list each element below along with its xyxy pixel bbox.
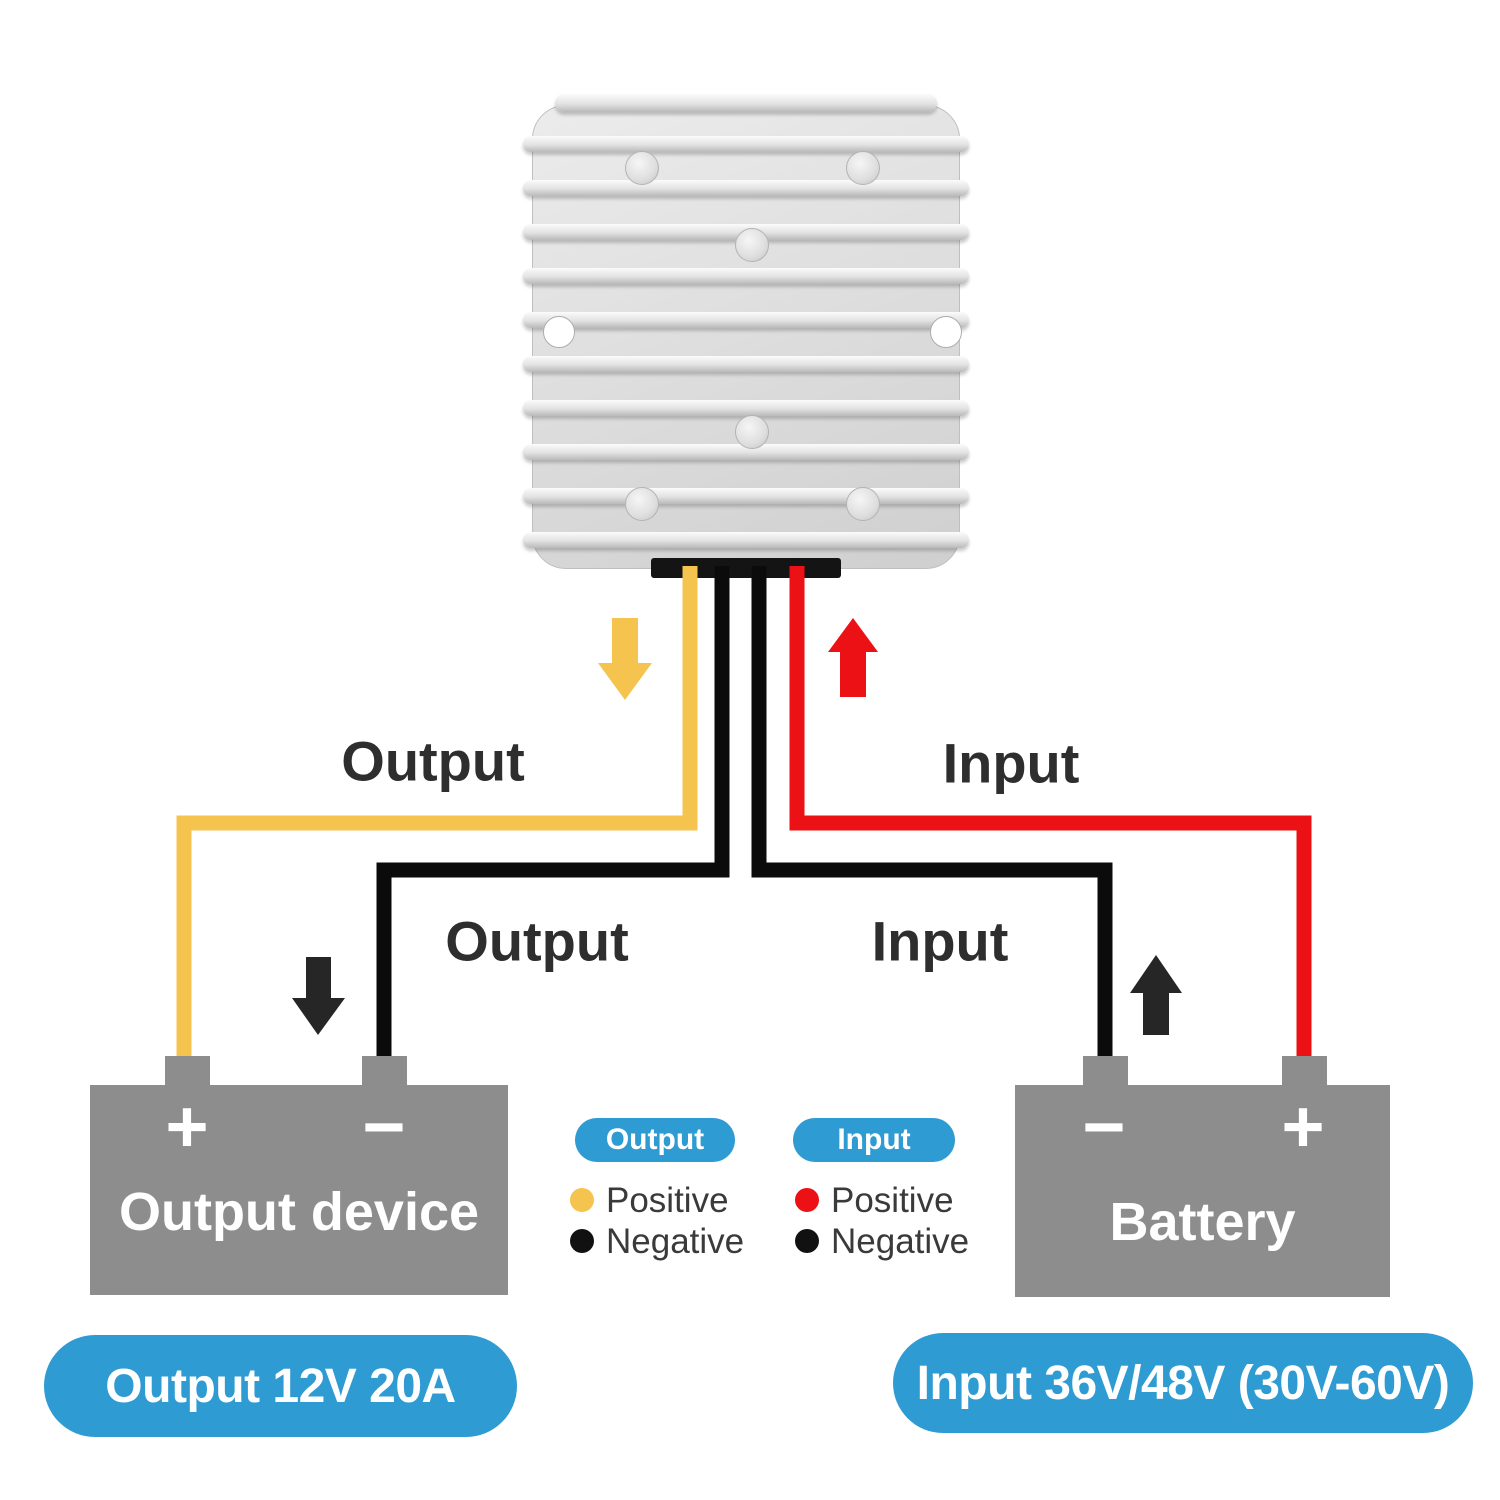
output-positive-wire	[176, 566, 698, 1062]
battery-title: Battery	[1109, 1192, 1296, 1252]
screw-boss	[846, 487, 880, 521]
output-negative-wire	[376, 566, 730, 1062]
screw-boss	[735, 415, 769, 449]
legend-label: Negative	[606, 1221, 745, 1261]
heatsink-fin	[523, 312, 969, 328]
heatsink-fin	[523, 400, 969, 416]
input-wire-label-mid: Input	[871, 909, 1009, 973]
legend-output-pill: Output	[575, 1118, 735, 1162]
battery-negative-terminal	[1083, 1056, 1128, 1086]
legend-label: Positive	[831, 1180, 954, 1220]
output-wire-label-mid: Output	[445, 909, 629, 973]
input-negative-dot-icon	[795, 1229, 819, 1253]
output-spec-badge: Output 12V 20A	[44, 1335, 517, 1437]
output-wire-label-top: Output	[341, 729, 525, 793]
legend-label: Negative	[831, 1221, 970, 1261]
screw-boss	[846, 151, 880, 185]
output-device-title: Output device	[118, 1182, 480, 1242]
screw-boss	[625, 487, 659, 521]
heatsink-fin	[523, 532, 969, 548]
input-wire-label-top: Input	[942, 731, 1080, 795]
input-positive-dot-icon	[795, 1188, 819, 1212]
input-negative-flow-arrow-up-icon	[1130, 955, 1182, 1035]
legend-input-pill: Input	[793, 1118, 955, 1162]
output-negative-dot-icon	[570, 1229, 594, 1253]
mounting-hole-left	[543, 316, 575, 348]
heatsink-fin	[523, 356, 969, 372]
heatsink-fin	[523, 444, 969, 460]
legend-output-positive-row: Positive	[570, 1180, 729, 1220]
battery-box	[1015, 1085, 1390, 1297]
heatsink-fin	[555, 94, 937, 112]
input-positive-wire	[789, 566, 1312, 1062]
output-device-minus-sign: −	[362, 1085, 406, 1168]
input-negative-wire	[751, 566, 1113, 1062]
output-negative-flow-arrow-down-icon	[292, 957, 345, 1035]
input-spec-badge: Input 36V/48V (30V-60V)	[893, 1333, 1473, 1433]
battery-positive-terminal	[1282, 1056, 1327, 1086]
mounting-hole-right	[930, 316, 962, 348]
output-device-box	[90, 1085, 508, 1295]
legend-label: Positive	[606, 1180, 729, 1220]
legend-input-positive-row: Positive	[795, 1180, 954, 1220]
output-positive-dot-icon	[570, 1188, 594, 1212]
input-flow-arrow-up-icon	[828, 618, 878, 697]
battery-minus-sign: −	[1082, 1085, 1126, 1168]
legend-output-negative-row: Negative	[570, 1221, 744, 1261]
screw-boss	[735, 228, 769, 262]
output-device-plus-sign: +	[165, 1085, 209, 1168]
battery-plus-sign: +	[1281, 1085, 1325, 1168]
output-device-positive-terminal	[165, 1056, 210, 1086]
heatsink-fin	[523, 136, 969, 152]
output-flow-arrow-down-icon	[598, 618, 652, 700]
screw-boss	[625, 151, 659, 185]
heatsink-fin	[523, 268, 969, 284]
dc-converter-device	[523, 94, 969, 578]
legend-input-negative-row: Negative	[795, 1221, 969, 1261]
output-device-negative-terminal	[362, 1056, 407, 1086]
